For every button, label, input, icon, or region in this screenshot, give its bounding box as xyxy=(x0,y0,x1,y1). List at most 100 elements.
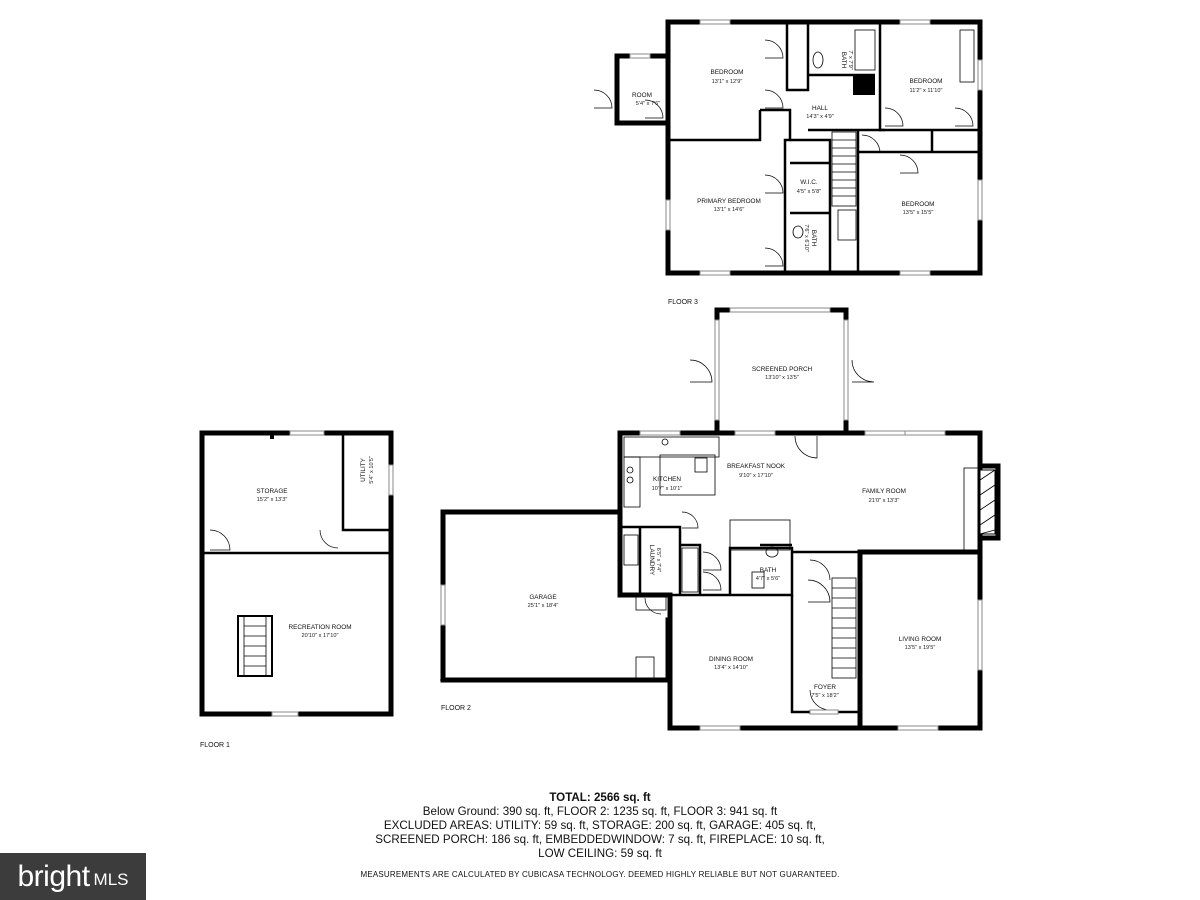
window xyxy=(809,709,839,715)
room-label-utility: UTILITY 5'4" x 10'5" xyxy=(360,456,375,484)
interior-wall xyxy=(790,138,832,273)
window xyxy=(699,725,741,731)
window xyxy=(899,270,931,276)
room-name-storage: STORAGE xyxy=(256,488,287,495)
window xyxy=(734,430,776,436)
interior-wall xyxy=(790,595,810,714)
interior-wall xyxy=(680,543,702,595)
sink xyxy=(661,438,669,446)
room-name-bedroom-a: BEDROOM xyxy=(710,69,743,76)
post xyxy=(270,435,274,439)
door-swing xyxy=(884,107,904,127)
closet xyxy=(681,547,699,593)
door-swing xyxy=(954,107,974,127)
door-swing xyxy=(764,174,784,194)
room-dim-kitchen: 10'7" x 10'1" xyxy=(652,486,683,492)
window xyxy=(289,430,325,436)
door-swing xyxy=(794,435,818,459)
window xyxy=(639,430,681,436)
shower xyxy=(837,209,857,241)
fireplace xyxy=(979,469,996,535)
door-swing xyxy=(807,579,831,603)
area-breakdown-line-3: SCREENED PORCH: 186 sq. ft, EMBEDDEDWIND… xyxy=(375,833,825,846)
floor-3-label: FLOOR 3 xyxy=(668,299,698,306)
sink xyxy=(792,225,804,239)
interior-wall xyxy=(760,108,792,273)
toilet xyxy=(751,571,765,589)
door-swing xyxy=(689,359,713,383)
window xyxy=(388,464,394,496)
room-dim-family-room: 21'0" x 13'3" xyxy=(869,498,900,504)
door-swing xyxy=(593,89,613,109)
area-breakdown-line-4: LOW CEILING: 59 sq. ft xyxy=(538,847,662,860)
stairs xyxy=(831,131,857,207)
hearth xyxy=(963,467,979,551)
door-swing xyxy=(764,247,784,267)
window xyxy=(665,199,671,231)
closet-shelf xyxy=(959,29,975,83)
window xyxy=(904,430,946,436)
door-swing xyxy=(209,529,231,551)
room-dim-bedroom-a: 13'1" x 12'9" xyxy=(712,79,743,85)
room-name-dining-room: DINING ROOM xyxy=(709,656,753,663)
room-name-bath-floor-2: BATH xyxy=(760,567,777,574)
door-swing xyxy=(809,559,831,581)
room-dim-bedroom-c: 13'5" x 15'5" xyxy=(903,210,934,216)
room-label-laundry: LAUNDRY 6'5" x 7'4" xyxy=(648,545,661,576)
garage-step xyxy=(635,595,667,611)
washer-dryer xyxy=(623,534,639,566)
floor-1-exterior-wall xyxy=(199,430,394,717)
room-dim-bath-primary: 7'6" x 6'10" xyxy=(803,224,809,252)
door-swing xyxy=(861,134,881,154)
room-name-bedroom-b: BEDROOM xyxy=(909,78,942,85)
measurement-disclaimer: MEASUREMENTS ARE CALCULATED BY CUBICASA … xyxy=(360,870,840,879)
door-swing xyxy=(702,551,722,571)
window xyxy=(629,53,651,59)
logo-suffix: MLS xyxy=(93,869,129,889)
room-dim-storage: 15'2" x 13'3" xyxy=(257,497,288,503)
room-dim-breakfast-nook: 9'10" x 17'10" xyxy=(739,473,773,479)
room-dim-garage: 25'1" x 18'4" xyxy=(528,603,559,609)
window xyxy=(714,319,720,421)
area-breakdown-line-2: EXCLUDED AREAS: UTILITY: 59 sq. ft, STOR… xyxy=(383,819,817,832)
bathtub xyxy=(854,29,876,71)
room-dim-living-room: 13'5" x 19'5" xyxy=(905,645,936,651)
room-dim-room: 5'4" x 7'6" xyxy=(636,101,660,107)
floor-1-plan: STORAGE 15'2" x 13'3" UTILITY 5'4" x 10'… xyxy=(199,430,394,749)
window xyxy=(440,584,446,626)
room-dim-wic: 4'5" x 5'8" xyxy=(797,189,821,195)
room-name-bedroom-c: BEDROOM xyxy=(901,201,934,208)
room-dim-hall: 14'3" x 4'9" xyxy=(806,114,834,120)
door-swing xyxy=(319,529,339,549)
fireplace-wall xyxy=(977,463,1001,541)
door-swing xyxy=(644,597,662,615)
room-name-living-room: LIVING ROOM xyxy=(899,636,942,643)
room-name-hall: HALL xyxy=(812,105,828,112)
room-dim-bath-floor-2: 4'7" x 5'6" xyxy=(756,576,780,582)
room-name-garage: GARAGE xyxy=(529,594,556,601)
room-label-bath-primary: BATH 7'6" x 6'10" xyxy=(803,224,817,252)
area-breakdown-line-1: Below Ground: 390 sq. ft, FLOOR 2: 1235 … xyxy=(422,805,778,818)
window xyxy=(977,59,983,91)
room-name-laundry: LAUNDRY xyxy=(648,545,655,576)
kitchen-counter xyxy=(623,436,720,458)
sink xyxy=(765,546,779,558)
room-name-utility: UTILITY xyxy=(360,457,367,482)
stair-treads xyxy=(832,587,856,669)
window xyxy=(864,430,906,436)
window xyxy=(729,307,831,313)
window xyxy=(699,270,731,276)
floor-1-label: FLOOR 1 xyxy=(200,742,230,749)
window xyxy=(897,725,939,731)
logo-brand: bright xyxy=(17,859,90,893)
toilet xyxy=(812,51,824,69)
window xyxy=(977,599,983,671)
window xyxy=(843,319,849,421)
door-swing xyxy=(764,89,784,109)
room-name-room: ROOM xyxy=(632,92,652,99)
room-dim-primary-bedroom: 13'1" x 14'6" xyxy=(714,207,745,213)
floor-3-plan: ROOM 5'4" x 7'6" BEDROOM 13'1" x 12'9" B… xyxy=(593,19,983,306)
room-dim-foyer: 7'5" x 18'2" xyxy=(811,693,839,699)
stair-treads xyxy=(243,616,267,676)
